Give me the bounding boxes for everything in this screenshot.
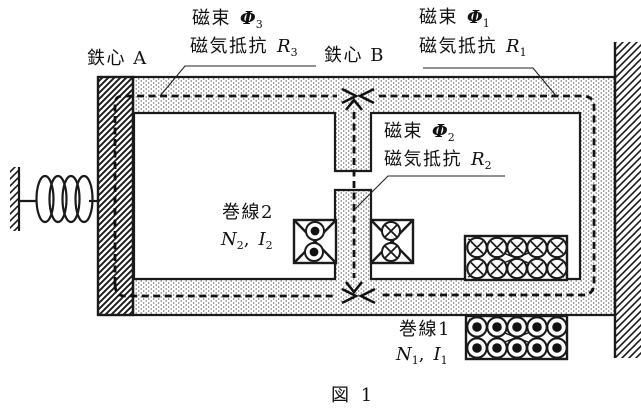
- n-symbol: N: [221, 229, 237, 250]
- spring: [19, 174, 98, 224]
- phi-symbol: Φ: [467, 7, 483, 28]
- i-symbol: I: [258, 229, 266, 250]
- winding1-lower-coil: [464, 314, 569, 361]
- comma: ,: [243, 229, 250, 250]
- flux-arrows: [341, 87, 376, 305]
- winding2-right-coil: [369, 218, 415, 265]
- iron-core-b-frame: [131, 75, 617, 317]
- core-b-text: 鉄心 B: [324, 45, 385, 66]
- rel3-sub: 3: [290, 46, 298, 59]
- left-wall-hatch: [10, 167, 19, 231]
- r-symbol: R: [506, 36, 520, 57]
- arrow-center-down: [344, 281, 364, 295]
- i-symbol: I: [433, 344, 441, 365]
- r-symbol: R: [277, 36, 291, 57]
- flux1-sub: 1: [482, 17, 490, 30]
- flux2-sub: 2: [447, 131, 455, 144]
- right-wall-hatch: [615, 42, 641, 358]
- rel1-text: 磁気抵抗: [419, 36, 497, 57]
- r-symbol: R: [471, 149, 485, 170]
- i-sub: 2: [265, 239, 273, 252]
- caption-text: 図 1: [331, 385, 376, 406]
- rel2-sub: 2: [484, 159, 492, 172]
- leader-r2: [354, 175, 505, 210]
- comma: ,: [418, 344, 425, 365]
- winding1-upper-coil: [463, 234, 569, 282]
- winding1-title: 巻線1: [399, 319, 451, 340]
- current-in-cross: [384, 224, 398, 259]
- i-sub: 1: [440, 354, 448, 367]
- core-a-label: 鉄心 A: [87, 48, 148, 70]
- winding1-label: 巻線1: [399, 319, 451, 341]
- flux-path-phi3-bottom: [113, 283, 337, 298]
- right-wall: [613, 42, 641, 358]
- reluctance-r3-label: 磁気抵抗 R3: [190, 36, 298, 60]
- figure-caption: 図 1: [331, 385, 376, 407]
- winding2-title: 巻線2: [222, 202, 274, 223]
- leader-lines: [159, 65, 558, 210]
- current-out-dot: [309, 247, 319, 257]
- arrow-bottom-right: [358, 287, 376, 305]
- winding2-variables: N2,I2: [221, 229, 273, 253]
- winding2-left-coil: [292, 218, 338, 265]
- current-in-cross: [470, 240, 564, 276]
- core-outline: [131, 75, 617, 317]
- core-b-label: 鉄心 B: [324, 45, 385, 67]
- left-wall: [10, 167, 21, 231]
- rel1-sub: 1: [519, 46, 527, 59]
- core-a-text: 鉄心 A: [87, 48, 148, 69]
- rel2-text: 磁気抵抗: [384, 149, 462, 170]
- current-out-dot: [310, 226, 320, 236]
- current-out-dots: [472, 322, 562, 353]
- flux1-text: 磁束: [419, 7, 458, 28]
- winding2-label: 巻線2: [222, 202, 274, 224]
- rel3-text: 磁気抵抗: [190, 36, 268, 57]
- phi-symbol: Φ: [240, 8, 256, 29]
- reluctance-r2-label: 磁気抵抗 R2: [384, 149, 492, 173]
- reluctance-r1-label: 磁気抵抗 R1: [419, 36, 527, 60]
- flux3-sub: 3: [255, 18, 263, 31]
- flux-phi3-label: 磁束 Φ3: [192, 8, 263, 32]
- leader-r1: [423, 67, 558, 98]
- flux-phi2-label: 磁束 Φ2: [384, 121, 455, 145]
- flux-phi1-label: 磁束 Φ1: [419, 7, 490, 31]
- arrow-bottom-left: [341, 287, 359, 305]
- phi-symbol: Φ: [432, 121, 448, 142]
- arrow-top-left: [341, 87, 359, 105]
- flux-paths: [113, 94, 596, 298]
- flux2-text: 磁束: [384, 121, 423, 142]
- flux-path-phi1: [379, 94, 596, 297]
- n-symbol: N: [396, 344, 412, 365]
- leader-r3: [159, 65, 316, 97]
- winding1-variables: N1,I1: [396, 344, 448, 368]
- flux-path-phi3: [113, 94, 337, 284]
- arrow-center-up: [344, 97, 364, 111]
- n-sub: 1: [411, 354, 419, 367]
- flux3-text: 磁束: [192, 8, 231, 29]
- arrow-top-right: [357, 87, 375, 105]
- n-sub: 2: [236, 239, 244, 252]
